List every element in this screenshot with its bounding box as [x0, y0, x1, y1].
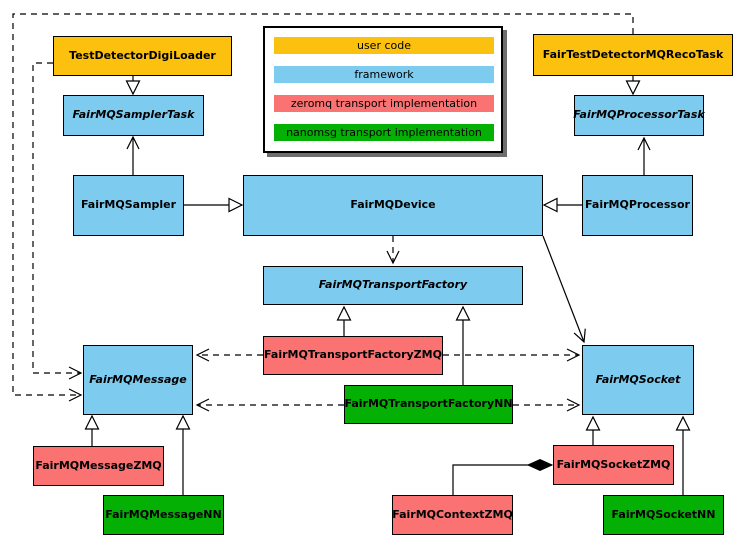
legend-label-user-code: user code	[356, 39, 412, 52]
class-box-fairmqmessagenn: FairMQMessageNN	[103, 495, 224, 535]
class-box-fairmqprocessortask: FairMQProcessorTask	[573, 95, 705, 136]
legend-swatch-nanomsg: nanomsg transport implementation	[274, 124, 494, 141]
class-box-fairmqmessagezmq: FairMQMessageZMQ	[33, 446, 164, 486]
legend: user code framework zeromq transport imp…	[263, 26, 503, 153]
class-box-fairmqprocessor: FairMQProcessor	[582, 175, 693, 236]
legend-label-framework: framework	[354, 68, 414, 81]
legend-swatch-user-code: user code	[274, 37, 494, 54]
edge-comp-contextzmq-socketzmq	[452, 458, 554, 495]
class-box-fairmqsampler: FairMQSampler	[73, 175, 184, 236]
legend-swatch-framework: framework	[274, 66, 494, 83]
edge-dep-recotask-message	[12, 13, 634, 402]
class-box-fairmqsamplertask: FairMQSamplerTask	[63, 95, 204, 136]
class-box-fairmqdevice: FairMQDevice	[243, 175, 543, 236]
class-box-fairmqmessage: FairMQMessage	[83, 345, 193, 415]
class-box-fairmqsocketnn: FairMQSocketNN	[603, 495, 724, 535]
edge-dep-digiloader-message	[32, 62, 83, 380]
class-box-fairmqcontextzmq: FairMQContextZMQ	[392, 495, 513, 535]
class-box-testdetectordigiloader: TestDetectorDigiLoader	[53, 36, 232, 76]
class-box-fairmqtransportfactoryzmq: FairMQTransportFactoryZMQ	[263, 336, 443, 375]
legend-swatch-zeromq: zeromq transport implementation	[274, 95, 494, 112]
class-box-fairmqsocket: FairMQSocket	[582, 345, 694, 415]
legend-label-nanomsg: nanomsg transport implementation	[286, 126, 482, 139]
edge-assoc-device-socket	[542, 235, 586, 344]
class-box-fairmqsocketzmq: FairMQSocketZMQ	[553, 445, 674, 485]
class-box-fairmqtransportfactorynn: FairMQTransportFactoryNN	[344, 385, 513, 424]
legend-label-zeromq: zeromq transport implementation	[290, 97, 478, 110]
class-box-fairtestdetectormqrecotask: FairTestDetectorMQRecoTask	[533, 34, 733, 76]
class-box-fairmqtransportfactory: FairMQTransportFactory	[263, 266, 523, 305]
